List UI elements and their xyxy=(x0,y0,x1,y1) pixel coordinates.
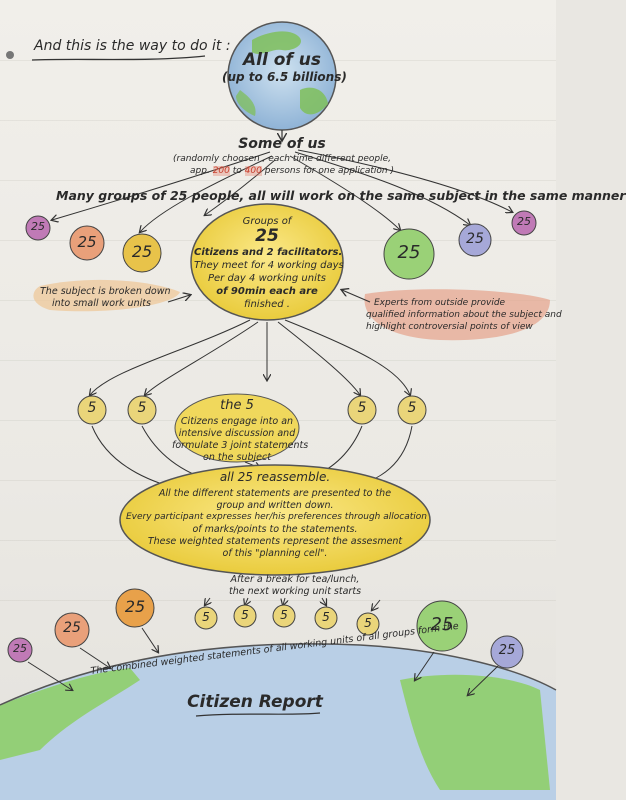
group-circle-yellow-left xyxy=(122,233,162,273)
title-underline xyxy=(31,55,206,61)
center-line3: Citizens and 2 facilitators. xyxy=(194,247,343,258)
group-label: 25 xyxy=(131,242,153,261)
globe-illustration xyxy=(227,21,337,131)
bottom-circle-orange-left xyxy=(115,588,155,628)
center-line7: finished . xyxy=(244,299,290,310)
bottom-circle-blue-right xyxy=(490,635,524,669)
break-line2: the next working unit starts xyxy=(228,586,362,597)
group-label: 25 xyxy=(498,643,516,658)
five-circle-5 xyxy=(397,395,427,425)
group-label: 25 xyxy=(466,231,484,247)
bottom-circle-green-right xyxy=(416,600,468,652)
five-line3: intensive discussion and xyxy=(178,428,296,439)
break-five-label: 5 xyxy=(202,610,210,624)
five-circle-2 xyxy=(127,395,157,425)
group-circle-purple-right xyxy=(511,210,537,236)
reassemble-line3: group and written down. xyxy=(216,500,334,511)
group-label: 25 xyxy=(430,614,454,635)
citizen-report-title: Citizen Report xyxy=(187,692,323,712)
group-label: 25 xyxy=(13,642,27,655)
center-line1: Groups of xyxy=(242,216,292,227)
break-five-4 xyxy=(314,606,338,630)
five-label: 5 xyxy=(87,400,97,416)
break-line1: After a break for tea/lunch, xyxy=(230,574,360,585)
globe-title: All of us xyxy=(243,50,321,70)
bottom-circle-salmon-left xyxy=(54,612,90,648)
five-label: 5 xyxy=(357,400,367,416)
reassemble-line1: all 25 reassemble. xyxy=(219,470,331,484)
break-five-label: 5 xyxy=(280,608,288,622)
break-five-5 xyxy=(356,612,380,636)
center-line4: They meet for 4 working days xyxy=(194,260,344,271)
group-label: 25 xyxy=(397,242,421,263)
group-circle-blue-right xyxy=(458,223,492,257)
five-circle-1 xyxy=(77,395,107,425)
page-title: And this is the way to do it : xyxy=(34,38,231,54)
five-circle-4 xyxy=(347,395,377,425)
left-note-bg xyxy=(33,279,180,312)
center-line5: Per day 4 working units xyxy=(207,273,326,284)
five-line5: on the subject xyxy=(203,452,271,463)
break-five-1 xyxy=(194,606,218,630)
group-circle-green-right xyxy=(383,228,435,280)
globe-subtitle: (up to 6.5 billions) xyxy=(222,70,347,84)
reassemble-line5: of marks/points to the statements. xyxy=(192,524,358,535)
five-line4: formulate 3 joint statements xyxy=(172,440,309,451)
group-label: 25 xyxy=(517,215,531,228)
right-note-bg xyxy=(364,289,550,341)
break-five-2 xyxy=(233,604,257,628)
break-five-label: 5 xyxy=(322,610,330,624)
right-note-line2: qualified information about the subject … xyxy=(366,310,562,320)
break-five-label: 5 xyxy=(241,608,249,622)
bottom-circle-purple-left xyxy=(7,637,33,663)
left-note-line1: The subject is broken down xyxy=(40,286,171,297)
group-label: 25 xyxy=(124,597,146,616)
reassemble-ellipse xyxy=(119,464,431,576)
center-line6: of 90min each are xyxy=(216,286,318,297)
group-label: 25 xyxy=(63,620,81,636)
some-of-us-title: Some of us xyxy=(238,136,326,152)
group-label: 25 xyxy=(77,233,97,251)
reassemble-line6: These weighted statements represent the … xyxy=(147,536,403,547)
binder-hole-top xyxy=(6,51,14,59)
reassemble-line7: of this "planning cell". xyxy=(222,548,328,559)
five-line1: the 5 xyxy=(220,398,254,413)
group-circle-purple-left xyxy=(25,215,51,241)
right-note-line1: Experts from outside provide xyxy=(374,298,506,308)
break-five-3 xyxy=(272,604,296,628)
five-label: 5 xyxy=(407,400,417,416)
five-label: 5 xyxy=(137,400,147,416)
five-line2: Citizens engage into an xyxy=(180,416,294,427)
group-ellipse xyxy=(190,203,344,321)
reassemble-line2: All the different statements are present… xyxy=(158,488,392,499)
some-of-us-line1: (randomly choosen , each time different … xyxy=(173,154,391,164)
break-five-label: 5 xyxy=(364,616,372,630)
center-line2: 25 xyxy=(255,226,279,246)
right-note-line3: highlight controversial points of view xyxy=(366,322,533,332)
left-note-line2: into small work units xyxy=(52,298,151,309)
group-label: 25 xyxy=(31,220,45,233)
group-circle-salmon-left xyxy=(69,225,105,261)
reassemble-line4: Every participant expresses her/his pref… xyxy=(126,512,427,522)
five-ellipse xyxy=(174,393,300,463)
diagram-graphics xyxy=(0,21,557,800)
some-of-us-line2: app. 200 to 400 persons for one applicat… xyxy=(190,166,394,176)
many-groups-line: Many groups of 25 people, all will work … xyxy=(56,188,626,203)
